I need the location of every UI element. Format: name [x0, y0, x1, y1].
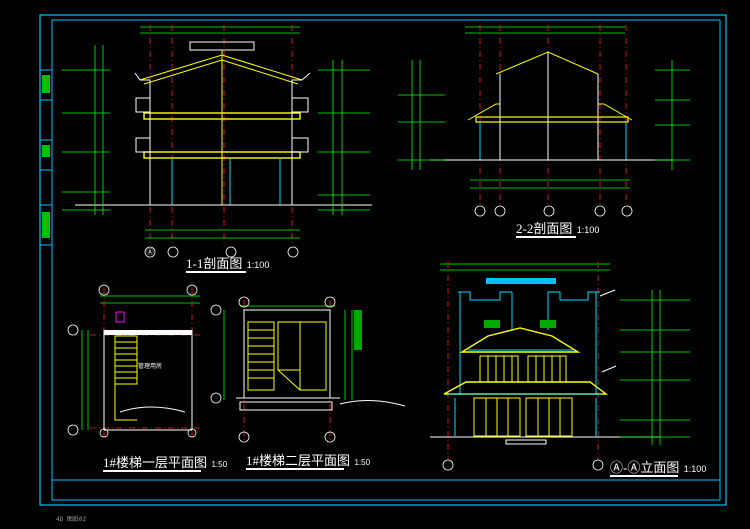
title-section-2-2-scale: 1:100	[576, 225, 600, 235]
axis-bubbles-elevation	[442, 459, 604, 471]
title-stair-floor2: 1#楼梯二层平面图 1:50	[246, 450, 370, 470]
title-stair-floor2-underline	[246, 468, 344, 470]
title-section-1-1-text: 1-1剖面图	[186, 256, 243, 271]
title-stair-floor1-text: 1#楼梯一层平面图	[103, 455, 208, 470]
drawing-frame	[39, 14, 727, 506]
title-section-1-1-underline	[186, 271, 246, 273]
title-stair-floor1-scale: 1:50	[211, 460, 228, 469]
axis-label-a1: Ⓐ	[147, 248, 154, 256]
room-label: 管理用房	[138, 362, 162, 370]
elevation-drawing	[430, 262, 690, 460]
title-stair-floor1-underline	[103, 470, 201, 472]
title-elevation: Ⓐ-Ⓐ立面图 1:100	[610, 457, 706, 477]
title-block-strip	[40, 69, 52, 246]
stair-floor1-drawing	[81, 288, 200, 440]
axis-bubbles-1-1: Ⓐ	[144, 246, 299, 258]
title-section-1-1-scale: 1:100	[246, 260, 270, 270]
title-section-2-2: 2-2剖面图 1:100	[516, 218, 599, 238]
stair-floor2-drawing	[223, 300, 406, 440]
axis-bubbles-2-2	[474, 205, 633, 217]
section-2-2-drawing	[398, 25, 690, 205]
section-1-1-drawing	[62, 25, 372, 245]
axis-bubbles-stair2	[210, 296, 336, 443]
title-stair-floor1: 1#楼梯一层平面图 1:50	[103, 452, 227, 472]
title-stair-floor2-text: 1#楼梯二层平面图	[246, 453, 351, 468]
title-section-1-1: 1-1剖面图 1:100	[186, 253, 269, 273]
status-bar-text: 4D 图纸02	[56, 516, 87, 523]
title-elevation-scale: 1:100	[683, 464, 707, 474]
axis-bubbles-stair1	[67, 284, 198, 438]
title-section-2-2-text: 2-2剖面图	[516, 221, 573, 236]
title-section-2-2-underline	[516, 236, 576, 238]
title-elevation-text: Ⓐ-Ⓐ立面图	[610, 460, 680, 475]
title-stair-floor2-scale: 1:50	[354, 458, 371, 467]
title-elevation-underline	[610, 475, 678, 477]
